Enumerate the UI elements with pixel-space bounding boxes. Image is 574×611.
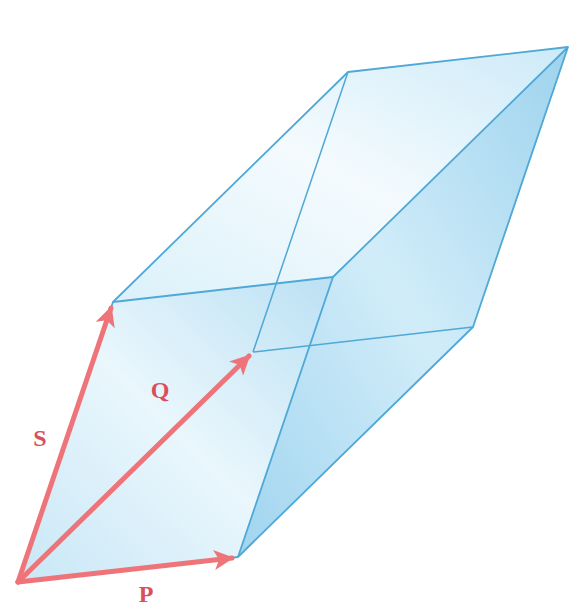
box-edges	[18, 47, 568, 582]
vector-p	[18, 558, 232, 582]
hidden-edges	[253, 72, 473, 352]
vector-q	[18, 356, 249, 582]
vector-label: S	[33, 426, 46, 450]
vector-label: Q	[151, 378, 170, 402]
top-face	[113, 47, 568, 302]
vector-label: P	[139, 582, 154, 606]
vector-s	[18, 308, 111, 582]
vector-arrows	[18, 308, 249, 582]
